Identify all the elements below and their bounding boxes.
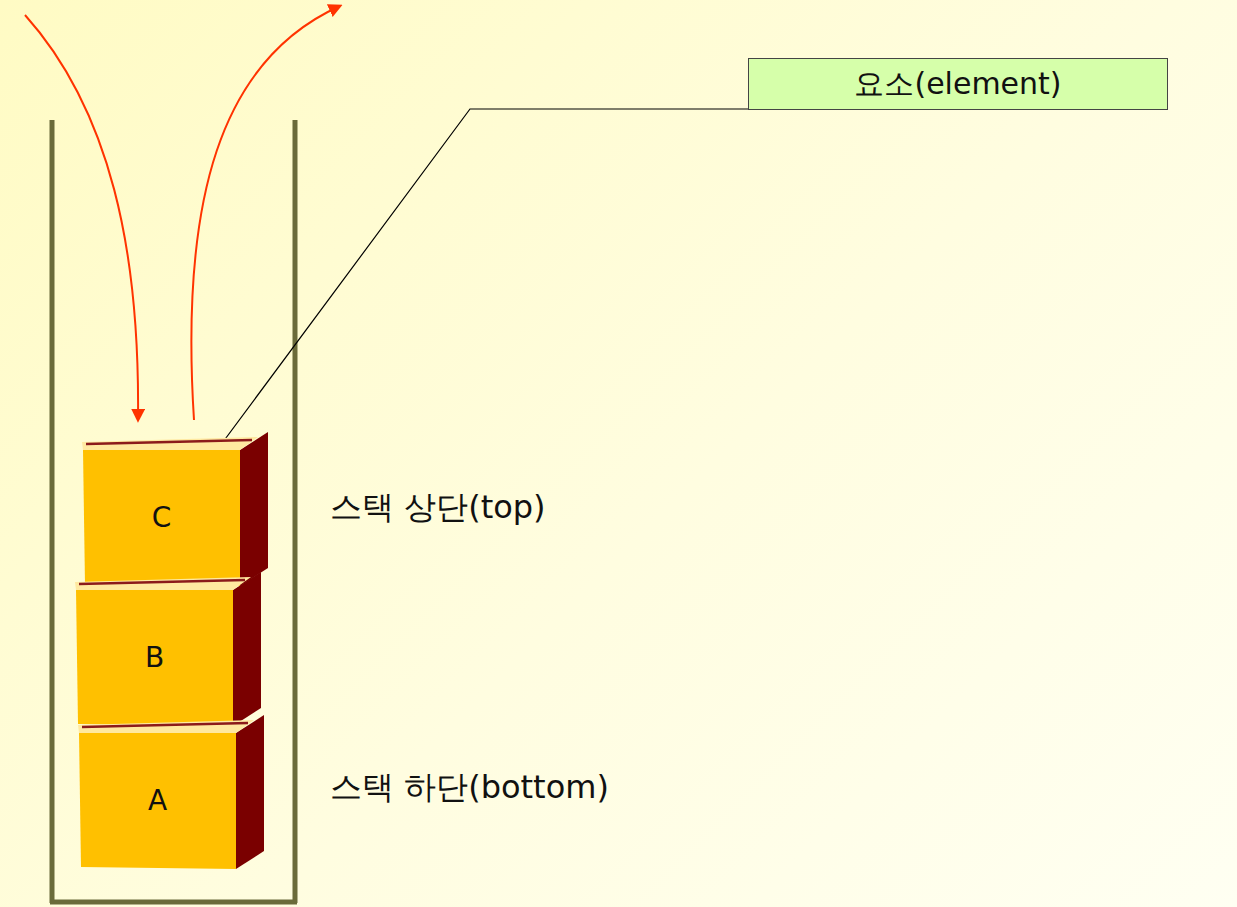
stack-position-label: 스택 하단(bottom) — [330, 766, 609, 810]
box-shape — [73, 568, 263, 730]
stack-element-box: A — [76, 711, 266, 873]
callout-box: 요소(element) — [748, 58, 1168, 110]
stack-position-label: 스택 상단(top) — [330, 486, 546, 530]
box-shape — [76, 711, 266, 873]
element-label: A — [79, 733, 236, 868]
stack-wall — [293, 120, 298, 903]
element-label: C — [83, 450, 240, 585]
push-arrow — [25, 15, 138, 420]
box-shape — [80, 428, 270, 590]
stack-floor — [50, 900, 297, 905]
stack-wall — [50, 120, 55, 903]
stack-element-box: B — [73, 568, 263, 730]
stack-element-box: C — [80, 428, 270, 590]
pop-arrow — [191, 6, 340, 420]
leader-line — [217, 109, 748, 450]
callout-text: 요소(element) — [854, 64, 1061, 105]
element-label: B — [76, 590, 233, 725]
